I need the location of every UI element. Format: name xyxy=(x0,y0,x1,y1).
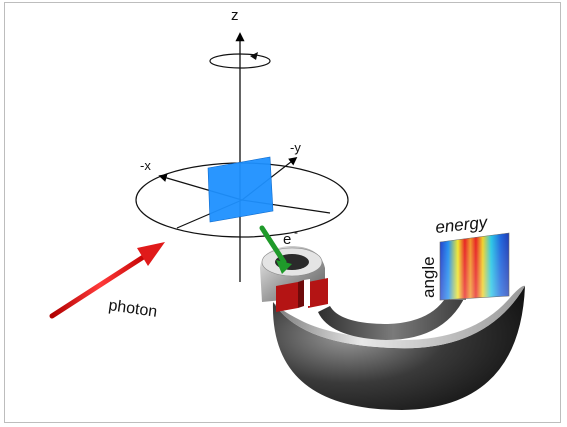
spectrum-screen xyxy=(439,232,510,301)
analyzer-hemisphere xyxy=(272,285,525,410)
energy-label: energy xyxy=(434,212,489,236)
inner-hemisphere xyxy=(318,284,468,340)
z-axis-label: z xyxy=(231,7,239,24)
angle-label: angle xyxy=(419,256,438,298)
neg-y-axis-label: -y xyxy=(290,140,301,155)
electron-beam xyxy=(259,225,292,274)
electron-label: e xyxy=(283,231,291,248)
neg-x-axis-label: -x xyxy=(140,158,151,173)
electron-superscript: - xyxy=(294,225,298,239)
rotation-arrow-icon xyxy=(209,52,271,69)
photon-beam xyxy=(49,242,165,319)
photon-label: photon xyxy=(107,297,158,321)
lens-block xyxy=(276,278,328,312)
sample-plate xyxy=(208,157,273,222)
